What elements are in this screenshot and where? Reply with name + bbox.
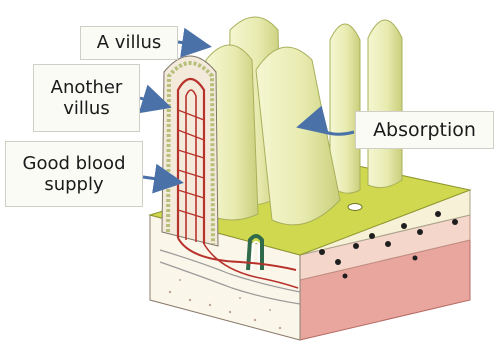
villus-arrow (178, 42, 206, 46)
label-absorption: Absorption (355, 111, 494, 149)
label-another-villus: Another villus (33, 64, 140, 132)
another-villus-arrow (140, 98, 166, 106)
pit (348, 204, 362, 211)
label-good-blood-supply: Good blood supply (5, 141, 143, 207)
label-a-villus: A villus (80, 26, 178, 60)
